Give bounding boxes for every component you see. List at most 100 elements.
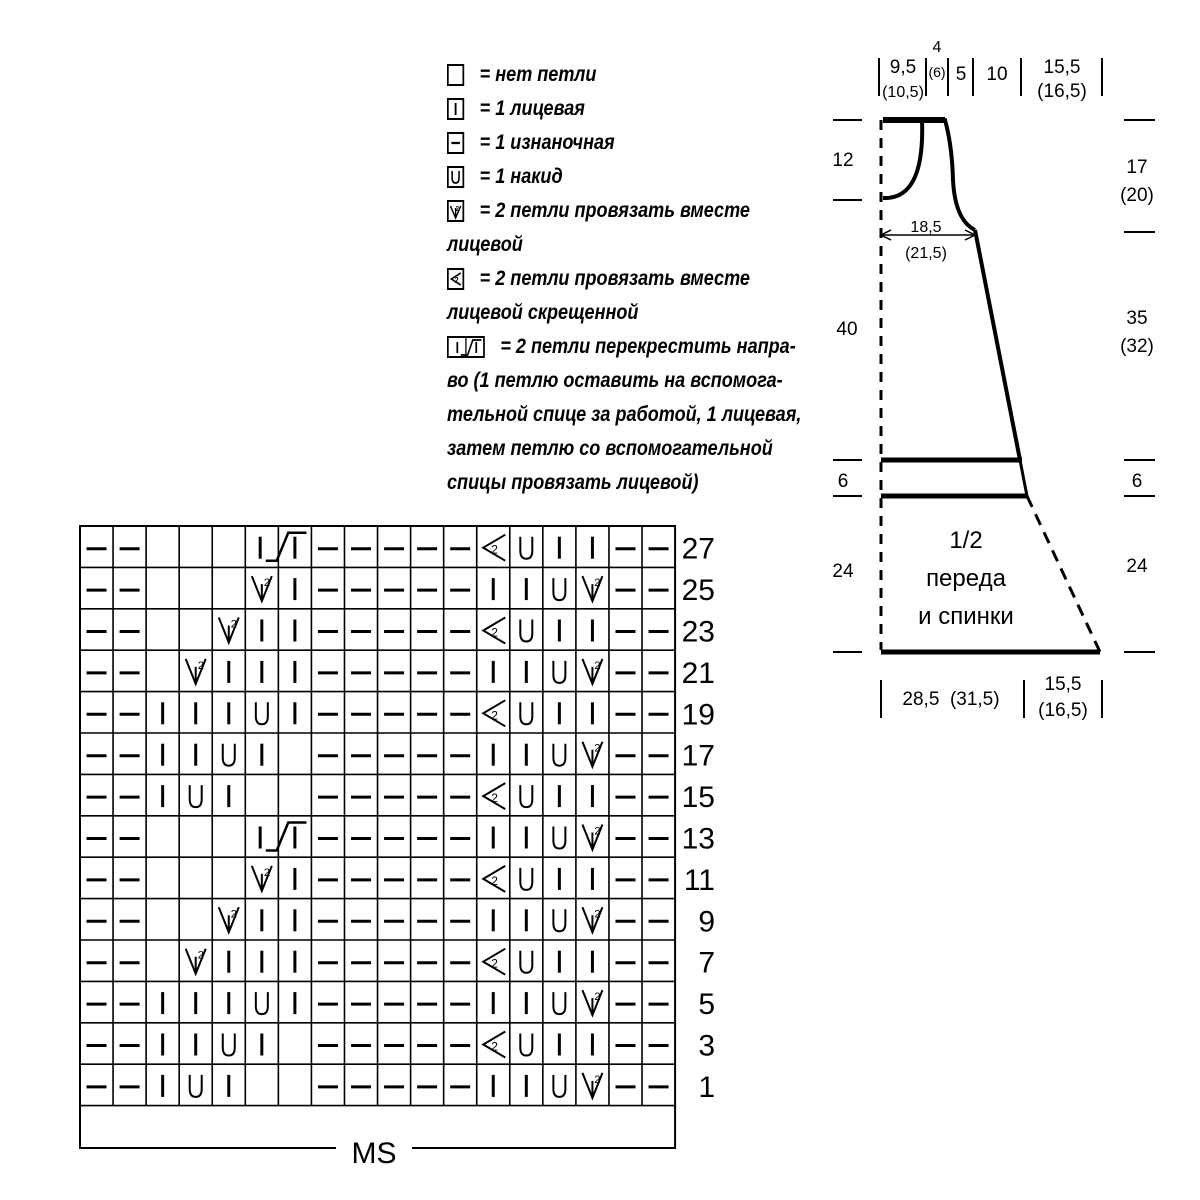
k2tog-tbl-stitch — [481, 782, 506, 810]
dimension-label: 10 — [986, 64, 1007, 85]
legend-text: = 1 изнаночная — [479, 131, 615, 154]
k2tog-tbl-stitch — [481, 1030, 506, 1059]
neckline-outline — [883, 118, 977, 232]
dimension-label: 15,5 — [1045, 674, 1082, 695]
dimension-label: (21,5) — [905, 245, 947, 262]
legend: = нет петли = 1 лицевая = 1 изнаночная =… — [447, 58, 802, 500]
row-number: 5 — [698, 988, 715, 1021]
legend-text-continued: лицевой — [447, 233, 523, 256]
legend-text-continued: лицевой скрещенной — [447, 301, 639, 324]
legend-text-continued: спицы провязать лицевой) — [447, 471, 699, 494]
k2tog-mark: 2 — [594, 826, 600, 838]
k2tog-stitch — [250, 865, 273, 894]
yarn-over-stitch — [519, 950, 534, 974]
dimension-label: 4 — [933, 39, 942, 56]
k2tog-mark: 2 — [594, 908, 600, 920]
yarn-over-stitch — [188, 1074, 203, 1098]
yarn-over-stitch — [552, 909, 567, 933]
legend-item-no-stitch: = нет петли — [447, 58, 765, 92]
dimension-label: 35 — [1126, 308, 1147, 329]
legend-text: = 2 петли перекрестить напра- — [500, 335, 796, 358]
legend-text-continued: затем петлю со вспомогательной — [447, 437, 773, 460]
row-number: 9 — [698, 905, 715, 938]
piece-label: 1/2 — [949, 527, 982, 554]
legend-item-knit: = 1 лицевая — [447, 92, 765, 126]
k2tog-mark: 2 — [198, 950, 204, 962]
legend-text: = 1 лицевая — [479, 97, 585, 120]
dimension-label: 6 — [838, 471, 849, 492]
k2tog-mark: 2 — [594, 991, 600, 1003]
legend-item-purl: = 1 изнаночная — [447, 126, 765, 160]
dimension-label: 24 — [1126, 556, 1148, 577]
yarn-over-stitch — [254, 992, 269, 1016]
legend-text: = 1 накид — [479, 165, 563, 188]
dimension-label: (10,5) — [882, 84, 924, 101]
band-side-line — [1018, 459, 1029, 497]
garment-schematic: 9,5 (10,5) 4 (6) 5 10 15,5 (16,5) 12 40 … — [832, 39, 1155, 721]
yarn-over-stitch — [552, 992, 567, 1016]
k2tog-stitch — [581, 906, 604, 935]
dimension-label: 17 — [1126, 157, 1147, 178]
svg-text:2: 2 — [456, 206, 460, 214]
yarn-over-stitch — [552, 826, 567, 850]
k2tog-stitch — [581, 1072, 604, 1101]
yarn-over-stitch — [519, 785, 534, 809]
skirt-side-line — [1025, 495, 1102, 653]
k2tog-stitch — [184, 948, 207, 977]
yarn-over-stitch — [519, 867, 534, 891]
no-stitch-icon — [447, 64, 465, 86]
dimension-label: (16,5) — [1037, 81, 1087, 102]
row-number: 1 — [698, 1071, 715, 1104]
piece-label: переда — [926, 565, 1007, 592]
k2tog-mark: 2 — [594, 1074, 600, 1086]
repeat-label: MS — [352, 1137, 397, 1170]
legend-item-yarn-over: = 1 накид — [447, 160, 765, 194]
row-number: 15 — [682, 781, 715, 814]
front-neck-curve — [882, 119, 925, 201]
dimension-label: 24 — [832, 561, 854, 582]
k2tog-tbl-stitch — [481, 865, 506, 893]
label-gap — [336, 1140, 412, 1160]
piece-label: и спинки — [918, 603, 1014, 630]
dimension-label: 6 — [1132, 471, 1143, 492]
yarn-over-stitch — [221, 1033, 236, 1057]
legend-text-continued: тельной спице за работой, 1 лицевая, — [447, 403, 802, 426]
dimension-label: (6) — [928, 64, 945, 80]
legend-text: = 2 петли провязать вместе — [479, 199, 750, 222]
k2tog-stitch — [581, 824, 604, 853]
purl-icon — [447, 132, 465, 154]
k2tog-tbl-mark: 2 — [491, 791, 498, 805]
cross-stitch-strand — [265, 821, 307, 852]
knit-icon — [447, 98, 465, 120]
k2tog-tbl-stitch — [481, 947, 506, 976]
dimension-label: 5 — [956, 64, 967, 85]
legend-text-continued: во (1 петлю оставить на вспомога- — [447, 369, 783, 392]
dimension-label: 18,5 — [910, 219, 941, 236]
dimension-label: 40 — [836, 319, 857, 340]
row-number: 11 — [684, 864, 715, 897]
yarn-over-icon — [447, 166, 465, 188]
legend-text: = нет петли — [479, 63, 597, 86]
yarn-over-stitch — [188, 785, 203, 809]
svg-text:2: 2 — [455, 275, 459, 285]
k2tog-icon: 2 — [447, 200, 465, 222]
side-seam-line — [973, 229, 1022, 461]
dimension-label: 12 — [832, 150, 853, 171]
dimension-label: (16,5) — [1038, 700, 1088, 721]
legend-text: = 2 петли провязать вместе — [479, 267, 750, 290]
legend-item-cross-right: = 2 петли перекрестить напра- — [447, 330, 796, 364]
row-number: 13 — [682, 823, 715, 856]
arrow-head — [964, 229, 977, 241]
k2tog-tbl-mark: 2 — [491, 957, 498, 971]
row-number: 7 — [698, 947, 715, 980]
dimension-label: (20) — [1120, 185, 1154, 206]
yarn-over-stitch — [519, 1033, 534, 1057]
dimension-label: (32) — [1120, 336, 1154, 357]
dimension-label: 28,5 (31,5) — [902, 689, 999, 710]
k2tog-mark: 2 — [264, 867, 270, 879]
k2tog-stitch — [217, 906, 240, 935]
k2tog-stitch — [581, 989, 604, 1018]
yarn-over-stitch — [552, 1074, 567, 1098]
k2tog-tbl-mark: 2 — [491, 1040, 498, 1054]
arrow-head — [879, 229, 892, 241]
